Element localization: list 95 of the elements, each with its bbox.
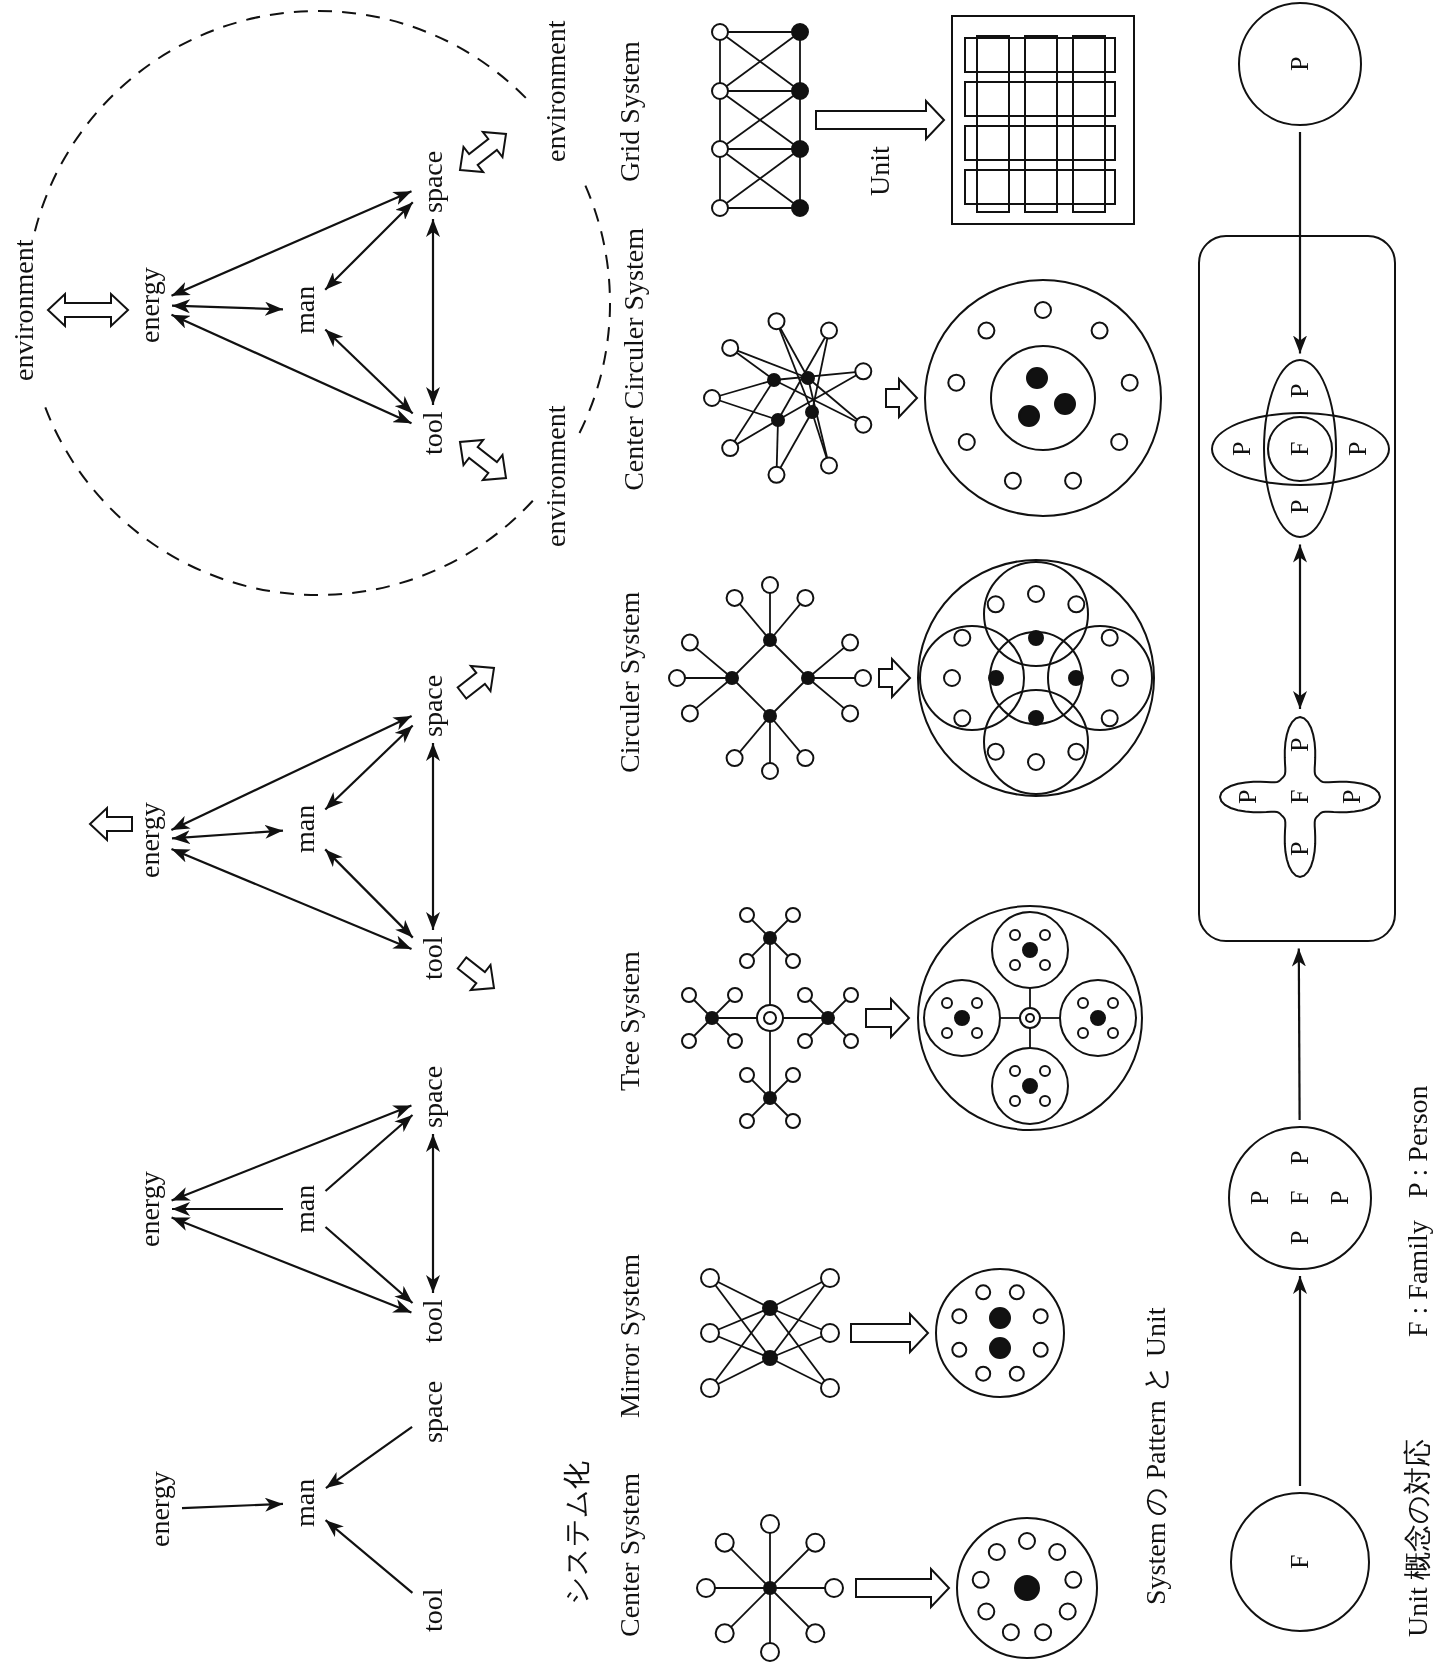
unit-drawing (934, 1267, 1066, 1399)
circle (1238, 2, 1362, 126)
letter-label: F (1285, 789, 1315, 804)
ellipse (1210, 412, 1390, 486)
double-arrow (171, 1104, 412, 1202)
block-arrow (855, 1566, 951, 1610)
letter-label: P (1325, 1190, 1355, 1205)
concept-label: energy (144, 1471, 177, 1547)
double-arrow (171, 1216, 412, 1314)
block-arrow (865, 996, 911, 1040)
arrow (1293, 132, 1307, 354)
concept-label: tool (417, 1588, 450, 1632)
letter-label: P (1285, 499, 1315, 514)
double-arrow (324, 201, 414, 291)
environment-label: environment (8, 239, 40, 381)
double-arrow (171, 190, 412, 297)
letter-label: P (1285, 841, 1315, 856)
unit-drawing (950, 14, 1136, 226)
unit-drawing (915, 903, 1145, 1133)
system-label: Tree System (614, 951, 646, 1091)
block-arrow (885, 376, 919, 420)
system-label: Center System (614, 1472, 646, 1637)
double-arrow (171, 848, 412, 950)
clover-shape (1218, 715, 1382, 879)
arrow (324, 1519, 414, 1594)
concept-label: man (289, 1478, 322, 1527)
system-label: Center Circuler System (618, 228, 650, 493)
unit-drawing (923, 278, 1163, 518)
letter-label: P (1233, 789, 1263, 804)
concept-label: man (289, 804, 322, 853)
double-arrow (170, 715, 413, 831)
double-arrow (324, 848, 414, 939)
arrow (1293, 1276, 1307, 1486)
concept-label: space (417, 1065, 450, 1128)
arrow (325, 1426, 413, 1489)
letter-label: F (1285, 1554, 1315, 1569)
double-arrow (426, 1134, 440, 1293)
letter-label: P (1285, 737, 1315, 752)
letter-label: P (1285, 56, 1315, 71)
letter-label: P (1343, 441, 1373, 456)
block-arrow (815, 98, 946, 142)
concept-label: energy (134, 1171, 167, 1247)
key-label: Unit 概念の対応 (1402, 1439, 1434, 1637)
key-label: P : Person (1402, 1085, 1434, 1198)
caption: System の Pattern と Unit (1140, 1307, 1172, 1605)
double-arrow (426, 743, 440, 930)
double-arrow (171, 824, 284, 845)
key-label: F : Family (1402, 1220, 1434, 1337)
system-label: Circuler System (614, 591, 646, 773)
block-arrow (878, 656, 912, 700)
concept-label: space (417, 674, 450, 737)
system-label: システム化 (561, 1461, 593, 1605)
concept-label: space (417, 1380, 450, 1443)
unit-drawing (955, 1516, 1099, 1660)
arrow (324, 1114, 414, 1192)
block-arrow (850, 1311, 930, 1355)
arrow (181, 1497, 284, 1512)
network-drawing (710, 22, 810, 218)
concept-label: energy (134, 802, 167, 878)
letter-label: P (1337, 789, 1367, 804)
arrow (1291, 948, 1306, 1120)
circle (1267, 416, 1333, 482)
letter-label: P (1285, 383, 1315, 398)
double-arrow (426, 219, 440, 405)
concept-label: space (417, 150, 450, 213)
rounded-box (1198, 235, 1396, 943)
concept-label: man (289, 285, 322, 334)
double-arrow (324, 328, 414, 415)
concept-label: tool (417, 411, 450, 455)
network-drawing (667, 575, 873, 781)
network-drawing (680, 906, 860, 1130)
double-arrow (171, 313, 412, 425)
double-arrow (171, 299, 284, 316)
circle (1228, 1126, 1372, 1270)
arrow (172, 1202, 283, 1216)
double-arrow (324, 724, 414, 811)
ellipse (1263, 359, 1337, 539)
system-label: Mirror System (614, 1253, 646, 1418)
environment-label: environment (540, 405, 572, 547)
circle (1230, 1492, 1370, 1632)
concept-label: tool (417, 1299, 450, 1343)
letter-label: P (1227, 441, 1257, 456)
letter-label: P (1245, 1190, 1275, 1205)
concept-label: man (289, 1184, 322, 1233)
letter-label: F (1285, 1190, 1315, 1205)
system-label: Grid System (614, 41, 646, 182)
unit-drawing (916, 558, 1156, 798)
letter-label: F (1285, 441, 1315, 456)
letter-label: P (1285, 1230, 1315, 1245)
letter-label: P (1285, 1150, 1315, 1165)
concept-label: energy (134, 267, 167, 343)
arrow (324, 1226, 414, 1304)
double-arrow (1293, 544, 1307, 709)
concept-label: tool (417, 936, 450, 980)
environment-label: environment (540, 20, 572, 162)
